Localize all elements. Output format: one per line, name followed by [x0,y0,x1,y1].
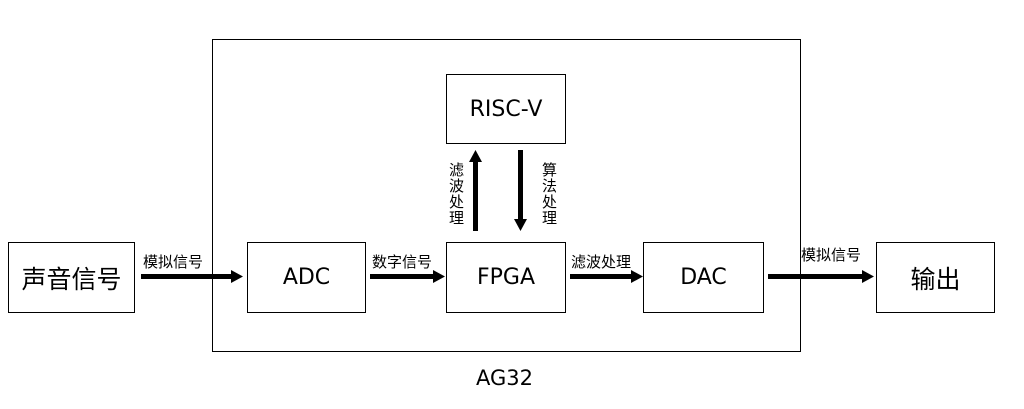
node-output: 输出 [876,242,995,313]
node-fpga: FPGA [446,242,566,313]
arrow-fpga-to-riscv [469,150,482,231]
edge-label-input-to-adc: 模拟信号 [143,253,204,271]
node-riscv: RISC-V [446,74,566,144]
edge-label-adc-to-fpga: 数字信号 [372,253,433,271]
node-dac: DAC [643,242,764,313]
arrow-input-to-adc [141,270,243,283]
edge-label-fpga-to-riscv: 滤波处理 [447,162,465,226]
arrow-riscv-to-fpga [514,150,527,231]
arrow-dac-to-output [768,270,874,283]
edge-label-dac-to-output: 模拟信号 [801,246,862,264]
node-adc: ADC [247,242,366,313]
node-input: 声音信号 [8,242,135,313]
container-label: AG32 [476,366,533,390]
edge-label-fpga-to-dac: 滤波处理 [571,253,632,271]
arrow-fpga-to-dac [570,270,643,283]
edge-label-riscv-to-fpga: 算法处理 [540,162,558,226]
arrow-adc-to-fpga [370,270,445,283]
